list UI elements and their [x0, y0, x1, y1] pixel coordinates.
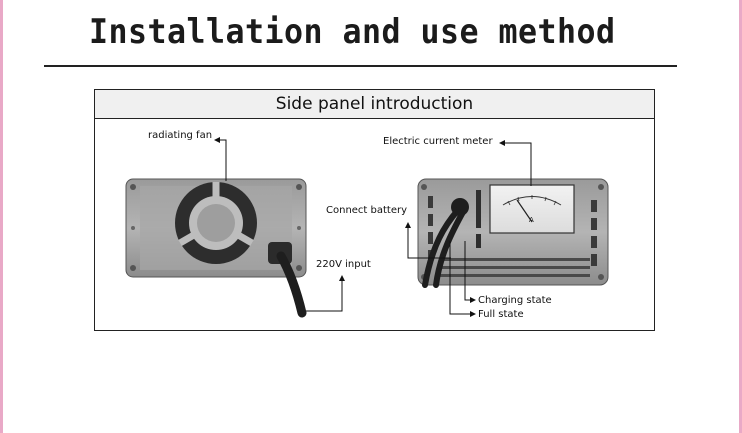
- current-meter-pointer: [499, 140, 532, 186]
- charging-state-pointer: [464, 241, 476, 303]
- power-cord-icon: [268, 242, 307, 318]
- page-title: Installation and use method: [89, 12, 616, 52]
- charging-state-label: Charging state: [478, 295, 552, 306]
- full-state-pointer: [449, 241, 476, 317]
- fan-side-device: [125, 178, 307, 318]
- input-220v-label: 220V input: [316, 259, 371, 270]
- radiating-fan-label: radiating fan: [148, 130, 213, 141]
- meter-unit-label: A: [529, 216, 534, 224]
- current-meter-label: Electric current meter: [383, 136, 493, 147]
- full-state-label: Full state: [478, 309, 524, 320]
- current-meter-icon: A: [489, 184, 575, 234]
- right-page-edge: [739, 0, 742, 433]
- input-220v-pointer: [306, 275, 345, 312]
- title-divider: [44, 65, 677, 67]
- connect-battery-pointer: [405, 222, 451, 259]
- radiating-fan-icon: [175, 182, 257, 264]
- panel-title: Side panel introduction: [95, 90, 654, 119]
- connect-battery-label: Connect battery: [326, 205, 408, 216]
- battery-cable-icon: [422, 198, 469, 288]
- radiating-fan-pointer: [214, 137, 227, 181]
- left-page-edge: [0, 0, 3, 433]
- meter-side-device: A: [417, 178, 609, 288]
